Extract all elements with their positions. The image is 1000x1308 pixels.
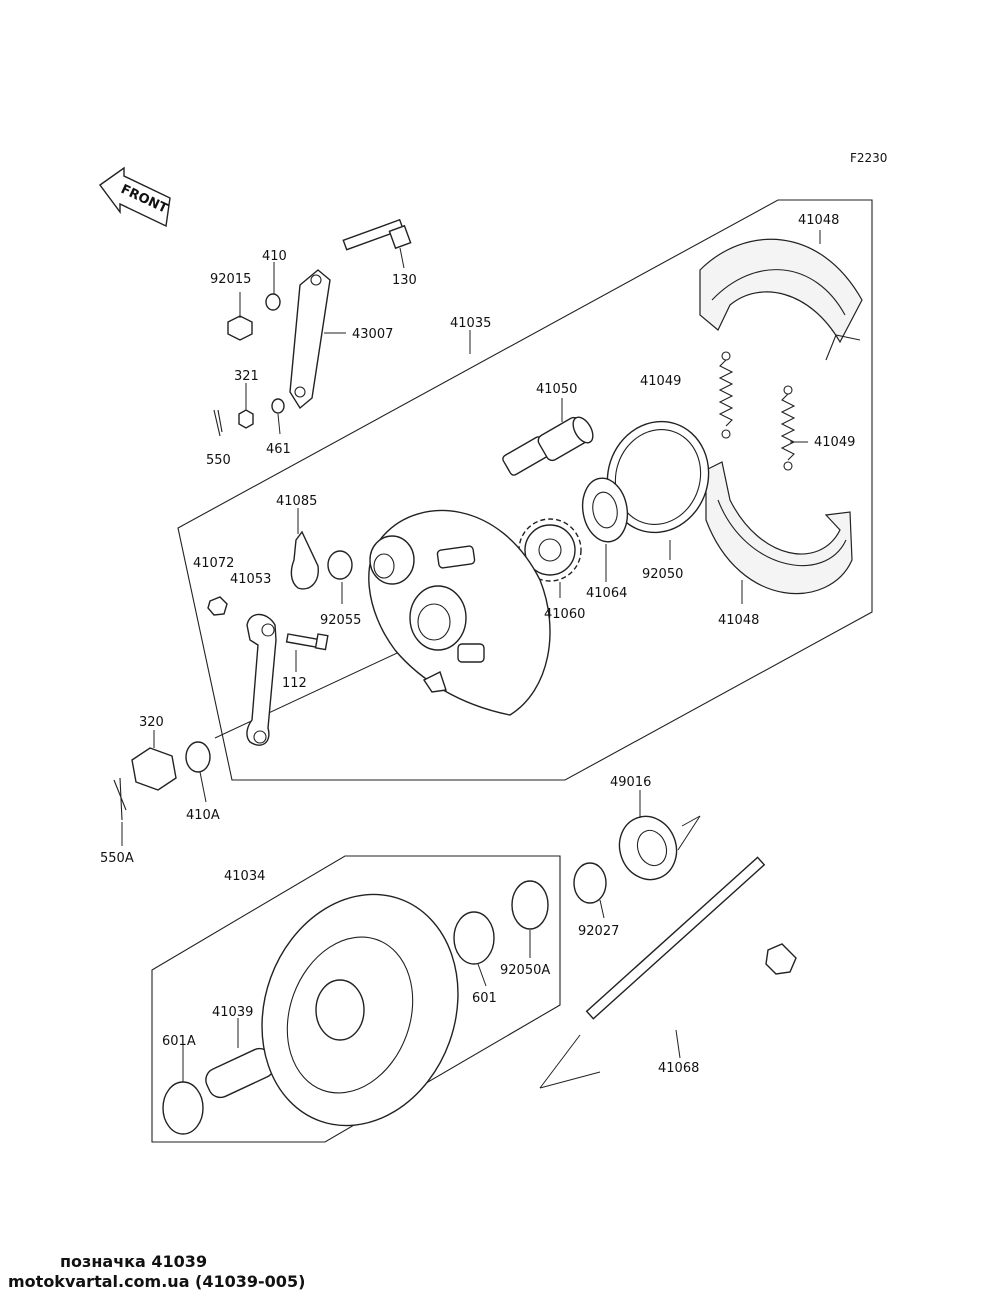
- label-92050: 92050: [642, 567, 683, 582]
- gear: [518, 518, 582, 582]
- nut-321: [238, 409, 254, 429]
- label-461: 461: [266, 442, 291, 457]
- wheel-hub: [261, 893, 459, 1127]
- collar: [573, 862, 607, 904]
- label-92055: 92055: [320, 613, 361, 628]
- shim-ring: [581, 477, 629, 543]
- hub-group-outline: [151, 855, 561, 1143]
- label-41049-left: 41049: [640, 374, 681, 389]
- label-410a: 410A: [186, 808, 220, 823]
- label-92050a: 92050A: [500, 963, 550, 978]
- label-41048-upper: 41048: [798, 213, 839, 228]
- label-43007: 43007: [352, 327, 393, 342]
- label-550a: 550A: [100, 851, 134, 866]
- brake-shoe-lower: [705, 461, 853, 595]
- label-41053: 41053: [230, 572, 271, 587]
- spring-left: [718, 351, 734, 439]
- label-410: 410: [262, 249, 287, 264]
- label-41050: 41050: [536, 382, 577, 397]
- label-112: 112: [282, 676, 307, 691]
- castle-nut-320: [131, 747, 177, 791]
- label-601: 601: [472, 991, 497, 1006]
- bolt-112: [285, 633, 329, 651]
- bolt-130: [342, 218, 412, 251]
- indicator-plate: [290, 530, 319, 590]
- label-41035: 41035: [450, 316, 491, 331]
- o-ring: [327, 550, 353, 580]
- spring-right: [780, 385, 796, 471]
- label-41060: 41060: [544, 607, 585, 622]
- torque-link: [289, 269, 331, 410]
- brake-panel-group-outline: [177, 199, 873, 781]
- bearing-601: [453, 911, 495, 965]
- leader-lines: [121, 230, 821, 1082]
- label-41068: 41068: [658, 1061, 699, 1076]
- front-arrow-icon: FRONT: [99, 166, 171, 228]
- label-550: 550: [206, 453, 231, 468]
- label-41064: 41064: [586, 586, 627, 601]
- label-41048-lower: 41048: [718, 613, 759, 628]
- axle: [585, 856, 797, 1020]
- brake-shoe-upper: [699, 238, 863, 361]
- camshaft: [502, 416, 594, 476]
- label-49016: 49016: [610, 775, 651, 790]
- label-321: 321: [234, 369, 259, 384]
- washer-461: [271, 398, 285, 414]
- seal-ring: [606, 420, 710, 534]
- caption-title: позначка 41039: [60, 1252, 208, 1271]
- caption-source: motokvartal.com.ua (41039-005): [8, 1272, 306, 1291]
- bearing-601a: [162, 1081, 204, 1135]
- label-130: 130: [392, 273, 417, 288]
- washer-410: [265, 293, 281, 311]
- label-92027: 92027: [578, 924, 619, 939]
- nut-92015: [227, 315, 253, 341]
- label-601a: 601A: [162, 1034, 196, 1049]
- label-92015: 92015: [210, 272, 251, 287]
- label-41049-right: 41049: [814, 435, 855, 450]
- seal-92050a: [511, 880, 549, 930]
- nut-41053: [207, 596, 228, 616]
- diagram-ref-code: F2230: [850, 151, 888, 165]
- part-labels: 41048 410 92015 130 41035 43007 41050 41…: [100, 213, 855, 1076]
- label-41072: 41072: [193, 556, 234, 571]
- dust-seal: [618, 815, 678, 881]
- brake-panel: [368, 509, 551, 716]
- cotter-pin-550a: [113, 777, 127, 821]
- cotter-pin-550: [213, 409, 223, 437]
- label-320: 320: [139, 715, 164, 730]
- brake-arm: [246, 613, 277, 746]
- label-41034: 41034: [224, 869, 265, 884]
- label-41039: 41039: [212, 1005, 253, 1020]
- label-41085: 41085: [276, 494, 317, 509]
- washer-410a: [185, 741, 211, 773]
